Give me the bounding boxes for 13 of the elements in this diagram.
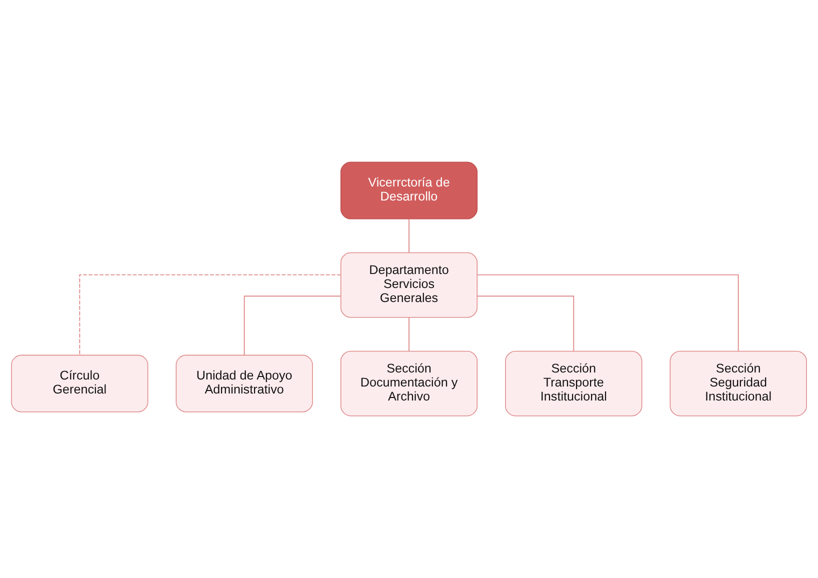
node-box: Sección Seguridad Institucional — [670, 350, 807, 416]
node-box: Vicerrctoría de Desarrollo — [340, 162, 478, 220]
node-box: Círculo Gerencial — [11, 354, 148, 412]
connector — [408, 218, 410, 254]
connector — [408, 317, 410, 352]
connector — [476, 274, 739, 352]
node-box: Unidad de Apoyo Administrativo — [176, 354, 313, 412]
node-box: Departamento Servicios Generales — [340, 252, 478, 318]
connector — [79, 274, 342, 356]
connector — [476, 296, 574, 352]
node-box: Sección Documentación y Archivo — [340, 350, 478, 416]
node-box: Sección Transporte Institucional — [505, 350, 642, 416]
connector — [244, 296, 342, 356]
